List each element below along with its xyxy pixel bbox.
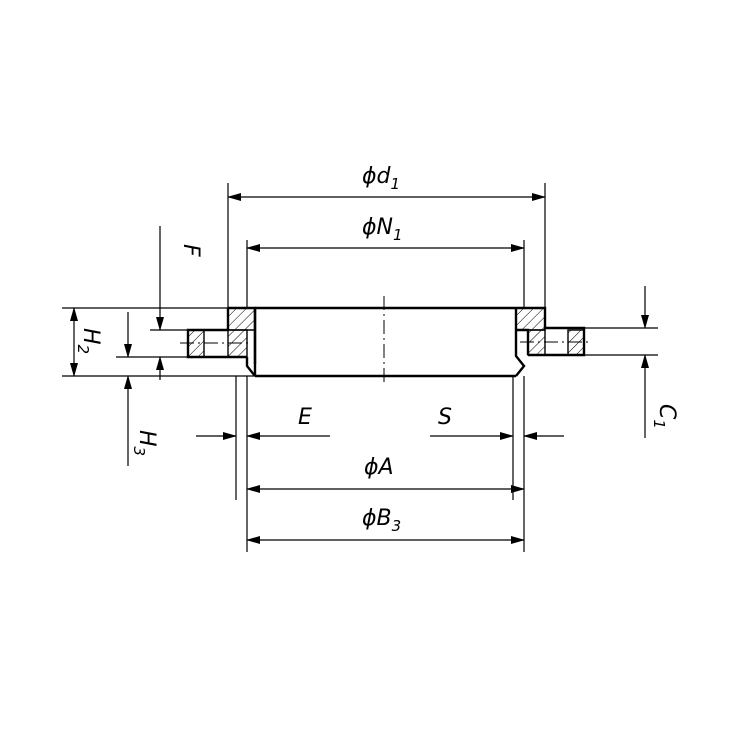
hatched-sections: [187, 307, 585, 358]
label-A: ϕA: [364, 455, 394, 480]
extension-lines: [62, 183, 658, 552]
label-H3: H3: [130, 430, 159, 456]
bore-right-wall: [514, 308, 526, 377]
right-web-hatch: [515, 307, 546, 331]
label-C1: C1: [650, 404, 679, 429]
label-S: S: [438, 405, 452, 430]
label-d1: ϕd1: [362, 164, 400, 193]
label-F: F: [178, 244, 203, 257]
center-lines: [180, 296, 592, 386]
dimension-lines: [70, 193, 649, 544]
dimension-labels: ϕd1 ϕN1 F H2 H3 E S C1 ϕA ϕB3: [74, 164, 679, 535]
left-web-hatch: [227, 307, 256, 331]
label-H2: H2: [74, 328, 103, 354]
left-shoulder: [245, 357, 256, 377]
label-E: E: [298, 405, 312, 430]
label-B3: ϕB3: [362, 506, 401, 535]
label-N1: ϕN1: [362, 215, 403, 244]
